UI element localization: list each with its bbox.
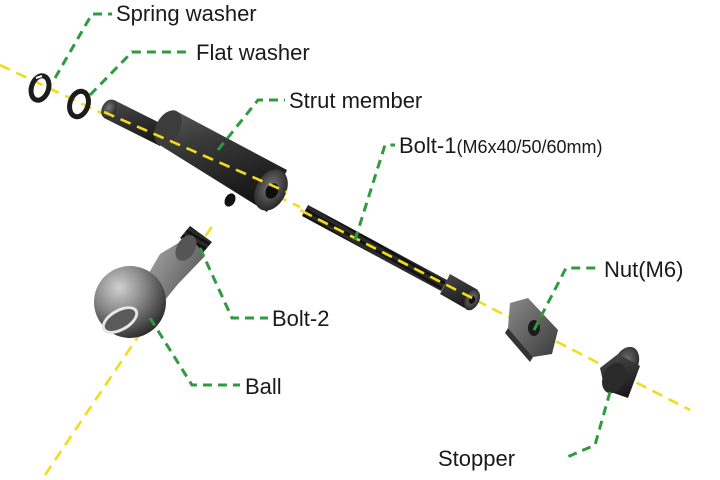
ball-part	[94, 226, 212, 338]
label-bolt1-spec: (M6x40/50/60mm)	[456, 137, 603, 157]
leader-stopper	[564, 391, 612, 460]
bolt1-part	[302, 205, 481, 311]
label-bolt1: Bolt-1(M6x40/50/60mm)	[399, 134, 603, 159]
label-stopper: Stopper	[438, 446, 516, 471]
label-ball: Ball	[245, 374, 282, 399]
leader-bolt1	[353, 143, 395, 241]
label-strut-member: Strut member	[289, 88, 423, 113]
strut-member-part	[101, 99, 288, 212]
leader-spring-washer	[53, 12, 112, 79]
leader-nut	[532, 266, 600, 331]
stopper-part	[600, 346, 640, 398]
spring-washer-part	[28, 73, 52, 103]
nut-part	[505, 298, 558, 362]
leader-ball	[148, 317, 240, 387]
label-nut: Nut(M6)	[604, 257, 684, 282]
leader-strut-member	[216, 98, 285, 151]
leader-flat-washer	[88, 50, 190, 97]
assembly-axis-through-bolt1	[301, 209, 479, 303]
assembly-axis-through-strut	[103, 110, 288, 194]
label-bolt2: Bolt-2	[272, 306, 330, 331]
label-spring-washer: Spring washer	[116, 1, 257, 26]
label-flat-washer: Flat washer	[196, 40, 310, 65]
leader-bolt2	[198, 247, 268, 320]
flat-washer-part	[67, 88, 91, 120]
label-bolt1-name: Bolt-1	[399, 133, 457, 158]
